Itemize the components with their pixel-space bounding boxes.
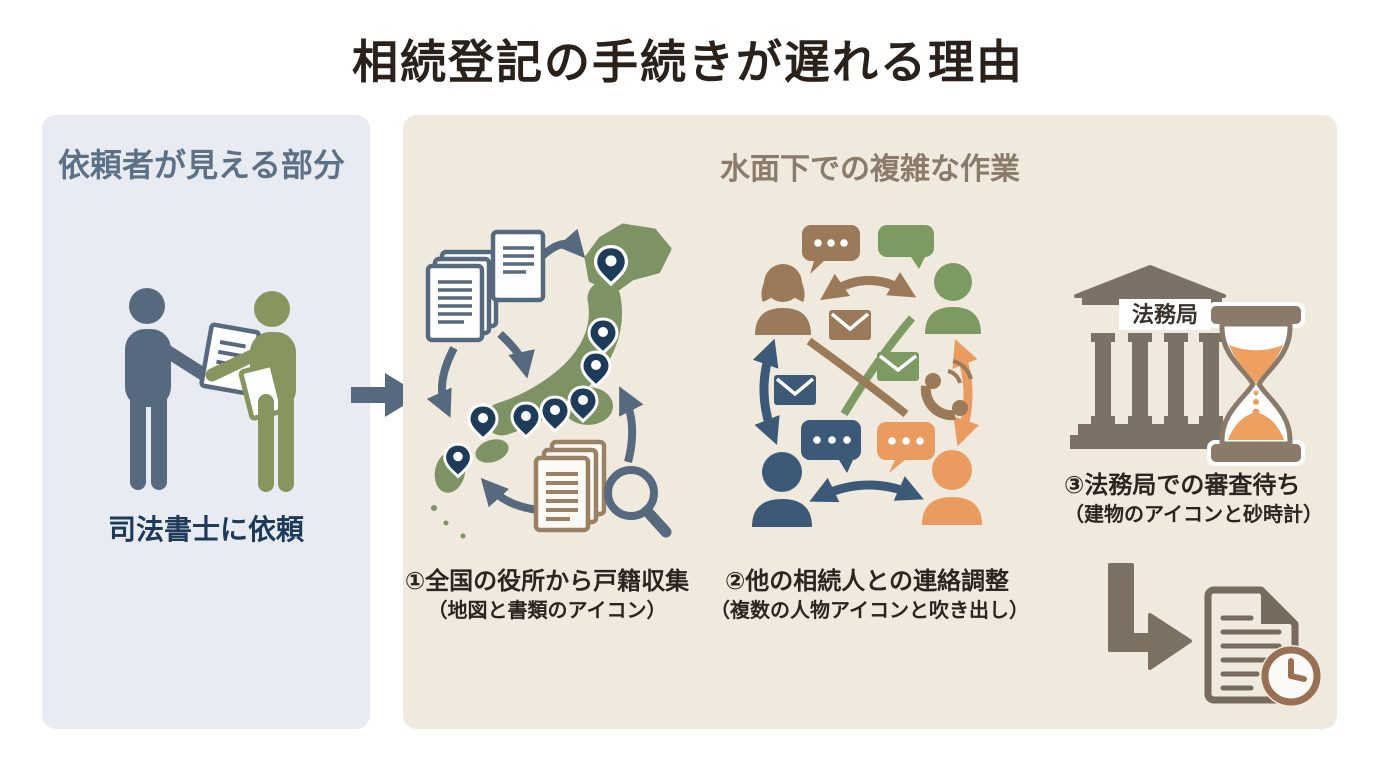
envelope-icon xyxy=(774,310,919,405)
right-panel-header: 水面下での複雑な作業 xyxy=(720,153,1020,186)
step3-caption: ③法務局での審査待ち （建物のアイコンと砂時計） xyxy=(1064,470,1354,529)
heir-person-icon xyxy=(752,263,982,527)
step2-sublabel: （複数の人物アイコンと吹き出し） xyxy=(710,600,1029,623)
left-panel-header: 依頼者が見える部分 xyxy=(58,147,346,183)
hourglass-icon xyxy=(1207,302,1305,466)
step1-caption: ①全国の役所から戸籍収集 （地図と書類のアイコン） xyxy=(403,566,691,625)
client-person-icon xyxy=(125,288,213,490)
step2-caption: ②他の相続人との連絡調整 （複数の人物アイコンと吹き出し） xyxy=(710,566,1029,625)
document-stack-icon xyxy=(425,229,546,343)
building-icon: 法務局 xyxy=(1070,265,1234,449)
speech-bubble-icon xyxy=(801,225,935,473)
step1-sublabel: （地図と書類のアイコン） xyxy=(427,600,667,623)
map-pin-icon xyxy=(443,244,629,479)
step3-sublabel: （建物のアイコンと砂時計） xyxy=(1064,504,1323,527)
building-sign-label: 法務局 xyxy=(1132,302,1198,327)
flow-arrow-icon xyxy=(351,373,421,417)
step3-label: ③法務局での審査待ち xyxy=(1064,472,1301,499)
heirs-communication-icon xyxy=(752,225,982,527)
search-documents-icon xyxy=(533,439,672,538)
pending-document-clock-icon xyxy=(1204,586,1322,707)
step2-label: ②他の相続人との連絡調整 xyxy=(724,568,1010,595)
step1-label: ①全国の役所から戸籍収集 xyxy=(404,568,690,595)
legal-bureau-building-icon: 法務局 xyxy=(1070,265,1305,466)
clock-icon xyxy=(1260,645,1322,707)
client-visible-panel xyxy=(42,115,370,729)
phone-icon xyxy=(920,359,973,421)
map-arrows xyxy=(426,228,644,514)
left-panel-caption: 司法書士に依頼 xyxy=(107,514,304,545)
handshake-people-icon xyxy=(125,288,296,492)
koseki-collection-map-icon xyxy=(425,223,672,539)
magnifier-icon xyxy=(604,466,672,538)
down-right-arrow-icon xyxy=(1108,563,1192,670)
page-title: 相続登記の手続きが遅れる理由 xyxy=(352,36,1024,88)
scrivener-person-icon xyxy=(205,291,296,492)
